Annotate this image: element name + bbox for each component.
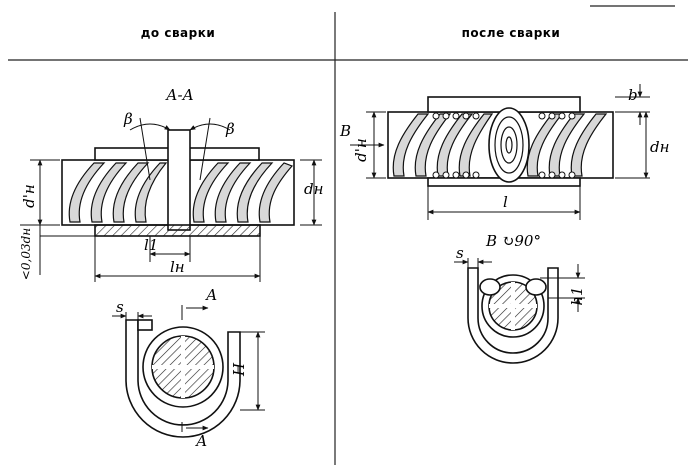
section-title-aa: А-А — [165, 86, 194, 104]
weld-beads — [432, 112, 576, 179]
dim-b: b — [628, 86, 638, 104]
rebar-ribs-right — [392, 113, 608, 177]
dim-d-left: dн — [304, 180, 323, 198]
dim-s-left: s — [116, 298, 124, 316]
view-mark-b: В — [339, 122, 351, 140]
dim-gap-left: <0,03dн — [19, 228, 33, 280]
rebar-before — [61, 129, 295, 237]
rebar-after — [387, 96, 614, 187]
dim-l1: l1 — [144, 236, 158, 254]
angle-beta-left: β — [123, 110, 133, 128]
dim-d-prime-right: d'н — [352, 138, 370, 162]
dim-l: l — [503, 193, 508, 211]
header-before: до сварки — [141, 26, 216, 40]
cross-section-before-dims — [112, 305, 265, 432]
dim-h: Н — [230, 362, 248, 377]
dim-s-right: s — [456, 244, 464, 262]
cross-section-before — [125, 319, 241, 438]
dim-ln: lн — [170, 258, 185, 276]
left-dimension-lines — [20, 159, 322, 282]
section-mark-a-bottom: А — [195, 432, 207, 450]
cross-section-after-dims — [454, 258, 585, 312]
dim-h1: h1 — [568, 286, 586, 305]
beta-angle-lines — [129, 117, 231, 181]
right-dimension-lines — [350, 84, 650, 220]
cross-section-after — [467, 267, 559, 364]
view-title-b: В ↻90° — [485, 232, 541, 250]
rebar-ribs-left — [68, 162, 294, 223]
section-mark-a-top: А — [205, 286, 217, 304]
angle-beta-right: β — [225, 120, 235, 138]
header-frame — [8, 5, 688, 465]
dim-d-prime-left: d'н — [20, 184, 38, 208]
header-after: после сварки — [462, 26, 561, 40]
dim-d-right: dн — [650, 138, 669, 156]
